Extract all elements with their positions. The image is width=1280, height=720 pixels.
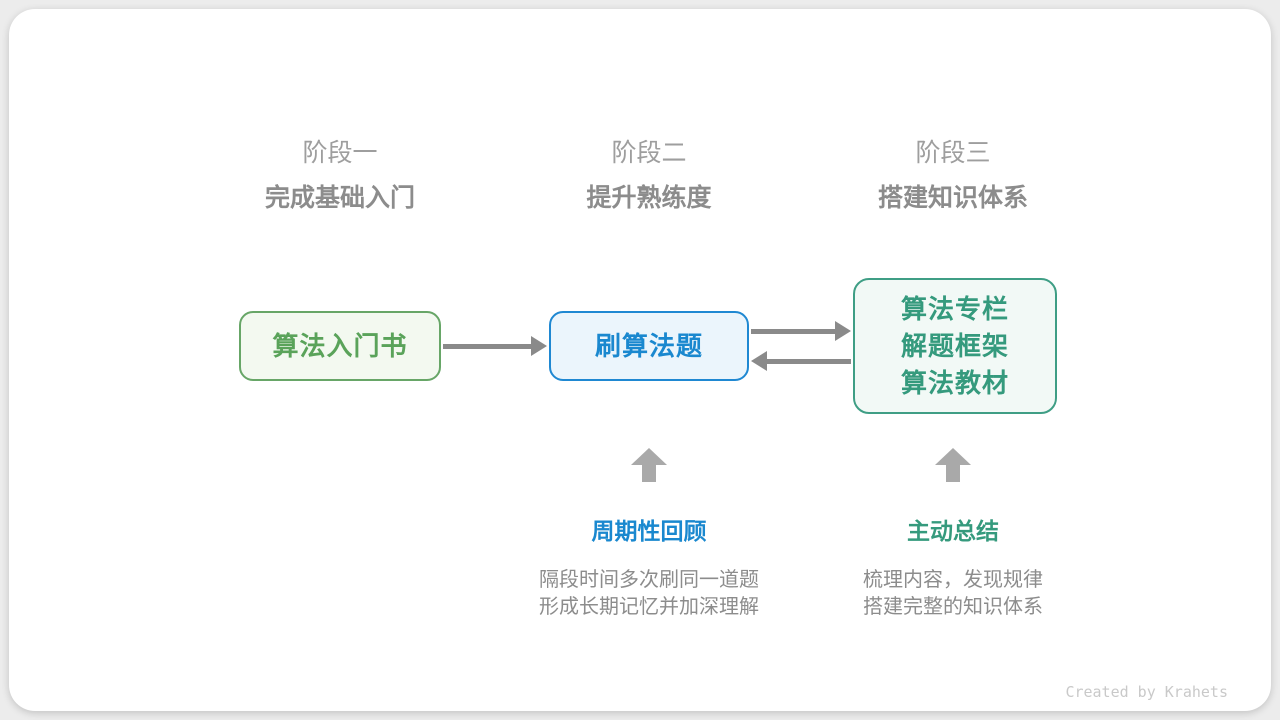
up-arrow-review-head-icon: [631, 448, 667, 465]
up-arrow-review-stem-icon: [642, 465, 656, 482]
node-practice-label: 刷算法题: [594, 330, 703, 361]
node-intro-book-label: 算法入门书: [272, 330, 408, 361]
stage-2-label: 阶段二: [611, 139, 687, 167]
arrow-practice-to-knowledge-head-icon: [835, 321, 851, 341]
arrow-intro-to-practice-head-icon: [531, 336, 547, 356]
node-knowledge-label-1: 算法专栏: [900, 293, 1009, 324]
annotation-review-description: 隔段时间多次刷同一道题 形成长期记忆并加深理解: [499, 567, 799, 621]
arrow-knowledge-to-practice-line: [766, 359, 851, 364]
arrow-knowledge-to-practice-head-icon: [751, 351, 767, 371]
node-knowledge-label-3: 算法教材: [900, 367, 1009, 398]
annotation-review-line-2: 形成长期记忆并加深理解: [539, 596, 759, 618]
stage-1-subtitle: 完成基础入门: [264, 184, 415, 212]
stage-2-subtitle: 提升熟练度: [586, 184, 712, 212]
annotation-review-title: 周期性回顾: [591, 518, 707, 544]
node-practice: 刷算法题: [549, 311, 749, 381]
node-knowledge-label-2: 解题框架: [900, 330, 1009, 361]
node-intro-book: 算法入门书: [239, 311, 441, 381]
stage-1-label: 阶段一: [302, 139, 378, 167]
stage-3-label: 阶段三: [915, 139, 991, 167]
annotation-summary-title: 主动总结: [907, 518, 999, 544]
stage-1-header: 阶段一 完成基础入门: [210, 139, 470, 212]
stage-3-header: 阶段三 搭建知识体系: [823, 139, 1083, 212]
annotation-summary-description: 梳理内容，发现规律 搭建完整的知识体系: [803, 567, 1103, 621]
stage-2-header: 阶段二 提升熟练度: [519, 139, 779, 212]
node-knowledge: 算法专栏 解题框架 算法教材: [853, 278, 1057, 414]
up-arrow-summary-stem-icon: [946, 465, 960, 482]
diagram-card: 阶段一 完成基础入门 阶段二 提升熟练度 阶段三 搭建知识体系 算法入门书 刷算…: [9, 9, 1271, 711]
annotation-summary-line-2: 搭建完整的知识体系: [863, 596, 1043, 618]
arrow-practice-to-knowledge-line: [751, 329, 836, 334]
annotation-review-line-1: 隔段时间多次刷同一道题: [539, 569, 759, 591]
stage-3-subtitle: 搭建知识体系: [877, 184, 1028, 212]
credit-text: Created by Krahets: [1065, 683, 1228, 701]
up-arrow-summary-head-icon: [935, 448, 971, 465]
annotation-summary-line-1: 梳理内容，发现规律: [863, 569, 1043, 591]
arrow-intro-to-practice-line: [443, 344, 532, 349]
